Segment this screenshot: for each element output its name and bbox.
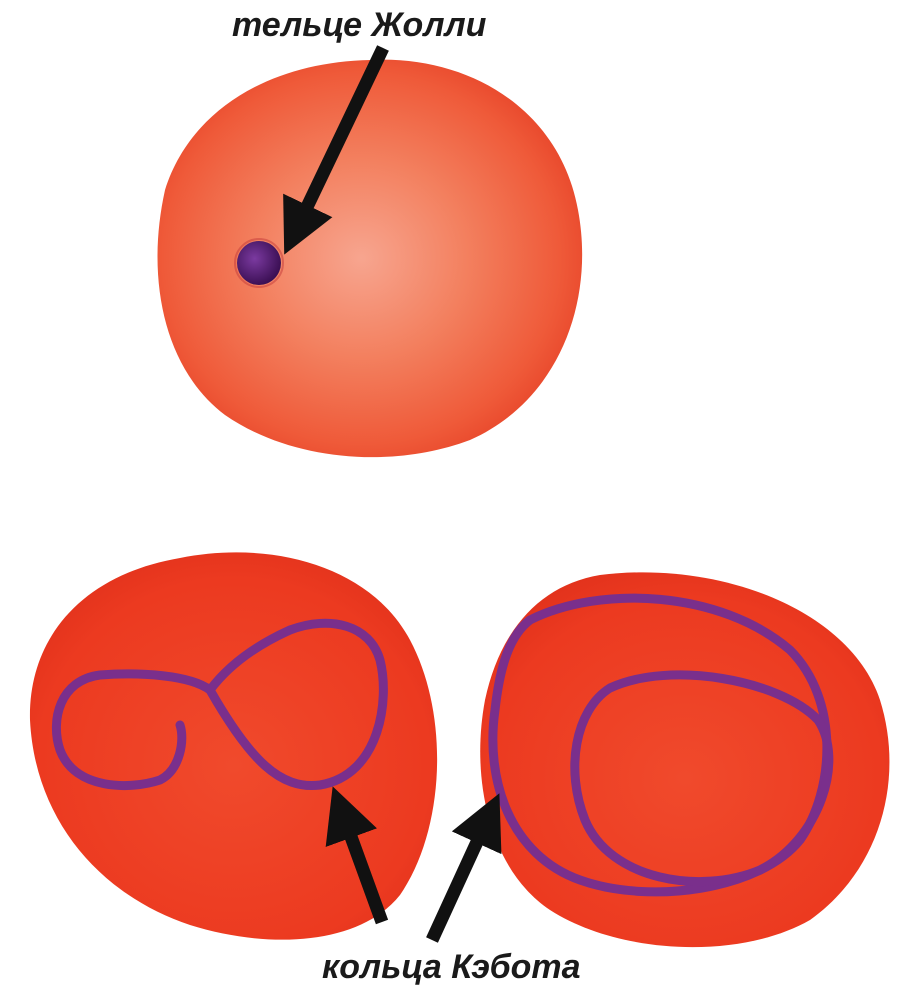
label-cabot-rings: кольца Кэбота [322,948,581,987]
jolly-body [237,241,281,285]
label-jolly-body: тельце Жолли [232,6,486,45]
erythrocyte-jolly [158,60,583,457]
erythrocyte-cabot-right [480,572,889,947]
cell-top [158,60,583,457]
arrow-cabot-right [432,818,488,940]
erythrocyte-cabot-left [30,552,437,939]
